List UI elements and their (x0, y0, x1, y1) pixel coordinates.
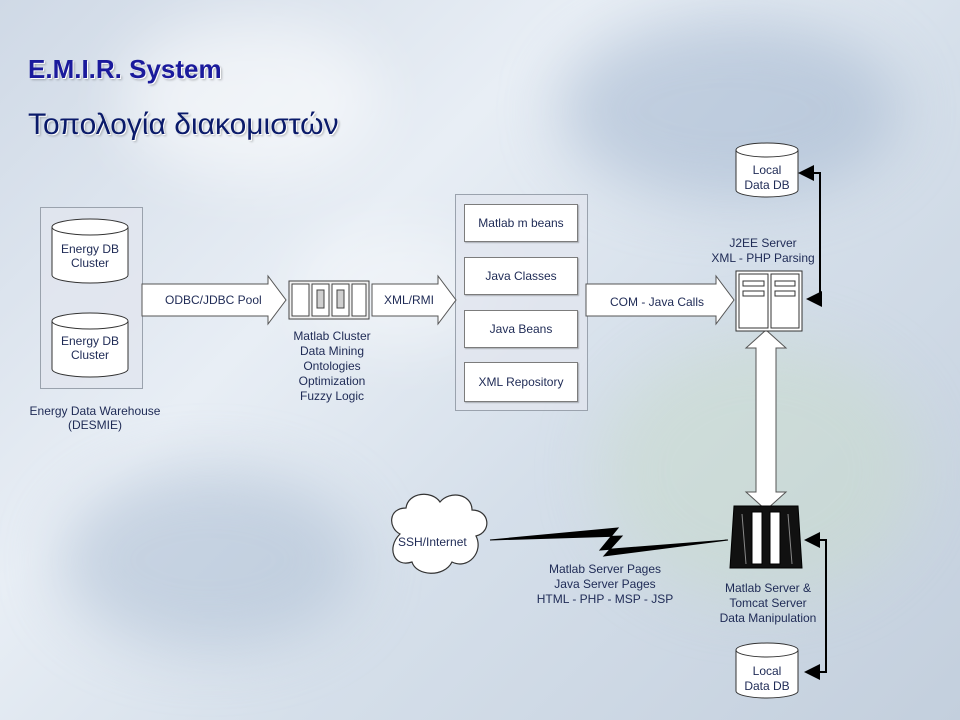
internet-cloud (391, 493, 488, 574)
local-db-top-connector (798, 165, 822, 307)
j2ee-server-icon (735, 270, 803, 332)
com-arrow (585, 274, 735, 326)
energy-db-cluster-1-label: Energy DB Cluster (60, 242, 120, 270)
odbc-arrow (141, 274, 287, 326)
com-java-calls-label: COM - Java Calls (610, 295, 705, 309)
local-db-top-cylinder (735, 142, 799, 198)
energy-db-cylinder-1 (51, 218, 129, 284)
slide-subtitle: Τοπολογία διακομιστών (28, 108, 339, 141)
background-blob (120, 20, 380, 180)
energy-db-cylinder-2 (51, 312, 129, 378)
j2ee-server-label: J2EE Server XML - PHP Parsing (711, 236, 815, 265)
local-db-bottom-connector (804, 532, 827, 680)
local-db-bottom-label: Local Data DB (744, 664, 790, 693)
xml-rmi-label: XML/RMI (384, 293, 435, 307)
ssh-internet-label: SSH/Internet (398, 535, 467, 549)
xml-repository-box: XML Repository (464, 362, 578, 402)
warehouse-caption: Energy Data Warehouse (DESMIE) (29, 404, 161, 432)
lightning-bolt-link (489, 527, 729, 557)
matlab-server-tower-icon (729, 505, 803, 569)
xmlrmi-arrow (371, 274, 457, 326)
local-db-bottom-cylinder (735, 642, 799, 699)
background-blob (60, 470, 360, 650)
server-pages-label: Matlab Server Pages Java Server Pages HT… (536, 562, 674, 606)
energy-db-cluster-2-label: Energy DB Cluster (60, 334, 120, 362)
matlab-server-label: Matlab Server & Tomcat Server Data Manip… (719, 581, 817, 625)
slide-title: E.M.I.R. System (28, 54, 222, 84)
matlab-m-beans-box: Matlab m beans (464, 204, 578, 242)
local-db-top-label: Local Data DB (744, 163, 790, 192)
java-beans-box: Java Beans (464, 310, 578, 348)
matlab-cluster-server-icon (288, 280, 370, 320)
odbc-jdbc-label: ODBC/JDBC Pool (165, 293, 262, 307)
matlab-cluster-label: Matlab Cluster Data Mining Ontologies Op… (293, 329, 371, 403)
java-classes-box: Java Classes (464, 257, 578, 295)
vertical-double-arrow (744, 329, 788, 511)
background-blob (560, 20, 900, 200)
